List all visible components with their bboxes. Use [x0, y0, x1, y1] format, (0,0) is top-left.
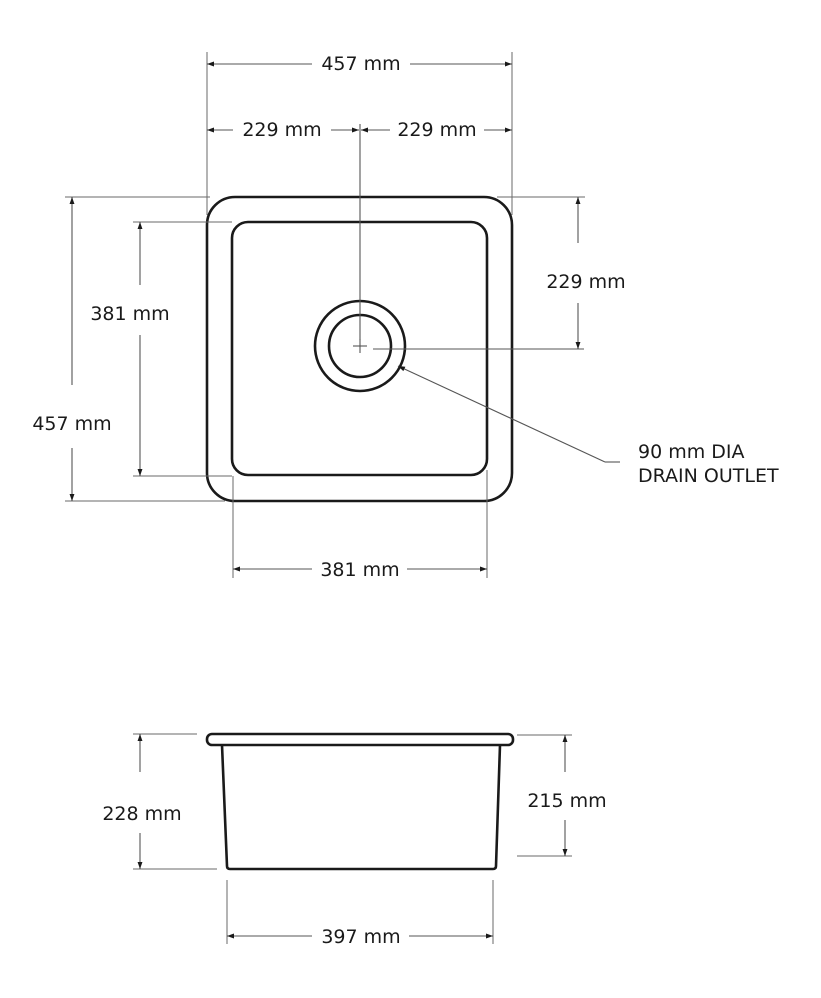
inner-width-label: 381 mm: [320, 559, 399, 581]
drain-callout: 90 mm DIA DRAIN OUTLET: [397, 365, 779, 487]
side-view: 228 mm 215 mm 397 mm: [102, 732, 607, 948]
dim-bowl-height: 215 mm: [527, 735, 607, 856]
bowl-height-label: 215 mm: [527, 790, 606, 812]
bottom-width-label: 397 mm: [321, 926, 400, 948]
half-width-left-label: 229 mm: [242, 119, 321, 141]
dim-overall-width: 457 mm: [207, 53, 512, 75]
dim-inner-width: 381 mm: [233, 559, 487, 581]
dim-half-widths: 229 mm 229 mm: [207, 119, 512, 141]
side-rim: [205, 732, 515, 747]
overall-height-label: 228 mm: [102, 803, 181, 825]
drain-offset-label: 229 mm: [546, 271, 625, 293]
dim-inner-depth: 381 mm: [90, 222, 170, 476]
overall-depth-label: 457 mm: [32, 413, 111, 435]
plan-view: 457 mm 229 mm 229 mm 229 mm 457 mm: [32, 52, 779, 581]
side-bowl: [220, 744, 502, 871]
dim-overall-height: 228 mm: [102, 734, 182, 869]
dim-drain-offset: 229 mm: [546, 197, 626, 349]
half-width-right-label: 229 mm: [397, 119, 476, 141]
drain-callout-line2: DRAIN OUTLET: [638, 465, 779, 487]
dim-bottom-width: 397 mm: [227, 926, 493, 948]
overall-width-label: 457 mm: [321, 53, 400, 75]
inner-depth-label: 381 mm: [90, 303, 169, 325]
drain-callout-line1: 90 mm DIA: [638, 441, 745, 463]
dim-overall-depth: 457 mm: [32, 197, 112, 501]
